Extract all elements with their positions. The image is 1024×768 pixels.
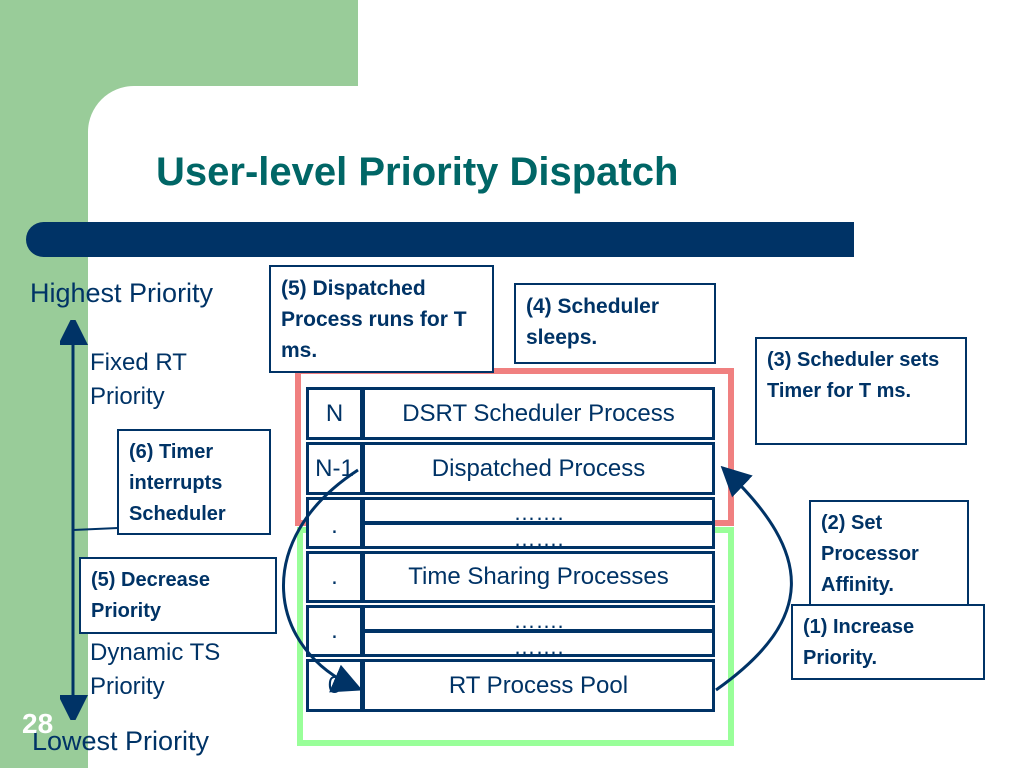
step-4-box: (4) Scheduler sleeps.: [514, 283, 716, 364]
highest-priority-label: Highest Priority: [30, 278, 214, 308]
slide-title: User-level Priority Dispatch: [156, 150, 679, 194]
queue-dots-lower-a: …….: [513, 608, 564, 633]
step-6-box: (6) Timer interrupts Scheduler: [117, 429, 271, 535]
queue-index-n: N: [306, 387, 363, 440]
step-5-decrease-box: (5) Decrease Priority: [79, 557, 277, 634]
queue-row-time-sharing: Time Sharing Processes: [362, 551, 715, 603]
lowest-priority-label: Lowest Priority: [32, 726, 210, 756]
queue-row-dispatched-process: Dispatched Process: [362, 442, 715, 495]
queue-index-dot-2: .: [306, 551, 363, 603]
decrease-priority-curve: [281, 468, 363, 693]
queue-dots-upper-a: …….: [513, 500, 564, 525]
step-3-box: (3) Scheduler sets Timer for T ms.: [755, 337, 967, 445]
queue-row-dots-upper-b: [362, 522, 715, 549]
queue-dots-upper-b: …….: [513, 526, 564, 551]
title-underline-bar: [26, 222, 854, 257]
step-2-box: (2) Set Processor Affinity.: [809, 500, 969, 606]
queue-row-dots-lower-b: [362, 630, 715, 657]
fixed-rt-priority-label: Fixed RT Priority: [90, 349, 187, 410]
priority-axis-arrow: [60, 320, 119, 720]
page-number: 28: [22, 708, 54, 739]
queue-dots-lower-b: …….: [513, 634, 564, 659]
queue-row-dsrt-scheduler: DSRT Scheduler Process: [362, 387, 715, 440]
step-5-dispatch-box: (5) Dispatched Process runs for T ms.: [269, 265, 494, 373]
queue-row-rt-process-pool: RT Process Pool: [362, 659, 715, 712]
queue-index-dot-3: .: [306, 605, 363, 657]
increase-priority-curve: [715, 465, 793, 692]
dynamic-ts-priority-label: Dynamic TS Priority: [90, 639, 221, 700]
queue-index-dot-1: .: [306, 497, 363, 549]
step-1-box: (1) Increase Priority.: [791, 604, 985, 680]
